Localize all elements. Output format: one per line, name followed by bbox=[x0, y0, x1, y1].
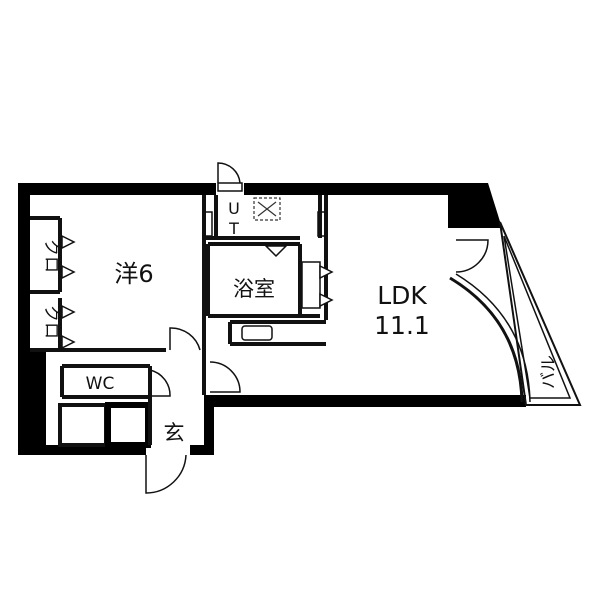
label-closet-upper: クロ bbox=[41, 239, 61, 273]
storage-box-left bbox=[58, 403, 108, 447]
balcony-outline bbox=[499, 221, 582, 406]
wall-bottom-left bbox=[18, 445, 146, 455]
wall-entry-right bbox=[204, 395, 214, 455]
floor-drain bbox=[253, 197, 281, 221]
door-balcony bbox=[455, 239, 489, 273]
label-ldk-name: LDK bbox=[377, 281, 427, 310]
sink-icon bbox=[241, 325, 273, 341]
label-ldk-size: 11.1 bbox=[374, 311, 430, 340]
balcony bbox=[449, 221, 582, 406]
label-balcony: バル bbox=[539, 355, 559, 389]
label-closet-lower: クロ bbox=[41, 305, 61, 339]
wall-ldk-bottom bbox=[204, 395, 526, 407]
label-utility-t: T bbox=[228, 219, 239, 238]
wall-bottom-entrance bbox=[190, 445, 214, 455]
door-utility bbox=[217, 162, 241, 184]
door-wc bbox=[149, 369, 171, 397]
label-utility-u: U bbox=[228, 199, 240, 218]
wall-left bbox=[18, 183, 30, 453]
wall-corner-top-right bbox=[448, 183, 502, 228]
label-western: 洋6 bbox=[114, 260, 153, 288]
label-wc: WC bbox=[86, 374, 115, 394]
wall-left-block bbox=[30, 350, 46, 453]
label-entrance: 玄 bbox=[164, 421, 185, 445]
door-western bbox=[169, 327, 201, 351]
washer-triangle-icon bbox=[264, 245, 288, 258]
window-marks bbox=[203, 211, 327, 309]
outer-walls bbox=[18, 183, 526, 455]
door-ldk bbox=[209, 361, 241, 393]
doors bbox=[145, 162, 489, 494]
wall-top-left bbox=[18, 183, 216, 195]
door-entrance bbox=[145, 454, 187, 494]
interior-walls bbox=[30, 195, 328, 448]
balcony-curved-wall bbox=[449, 276, 524, 403]
wall-top-right bbox=[244, 183, 488, 195]
storage-box-mid bbox=[105, 402, 151, 448]
label-bath: 浴室 bbox=[233, 277, 275, 301]
closet-door-triangles bbox=[61, 234, 334, 350]
